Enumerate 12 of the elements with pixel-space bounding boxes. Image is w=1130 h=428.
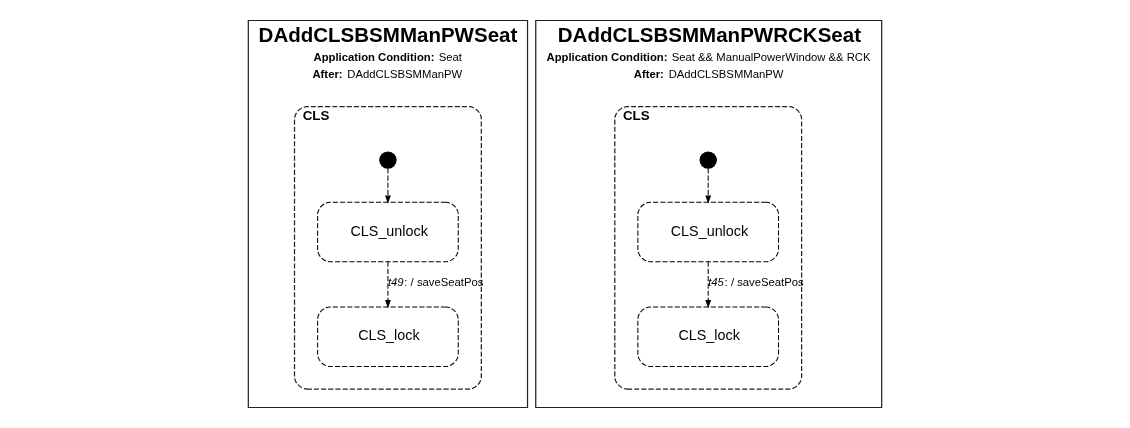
- node-box: CLS_lock: [317, 306, 459, 367]
- node-box: CLS_unlock: [317, 201, 459, 263]
- arrow: [705, 167, 712, 204]
- arrow: [385, 167, 391, 204]
- edge-label: t45: / saveSeatPos: [708, 276, 804, 289]
- edge-label: t49: / saveSeatPos: [387, 276, 484, 289]
- arrow: [705, 261, 712, 309]
- node-circle: [379, 151, 397, 169]
- node-circle: [699, 151, 717, 169]
- arrow: [385, 261, 391, 309]
- node-box: CLS_unlock: [637, 201, 780, 263]
- node-box: CLS_lock: [637, 306, 780, 367]
